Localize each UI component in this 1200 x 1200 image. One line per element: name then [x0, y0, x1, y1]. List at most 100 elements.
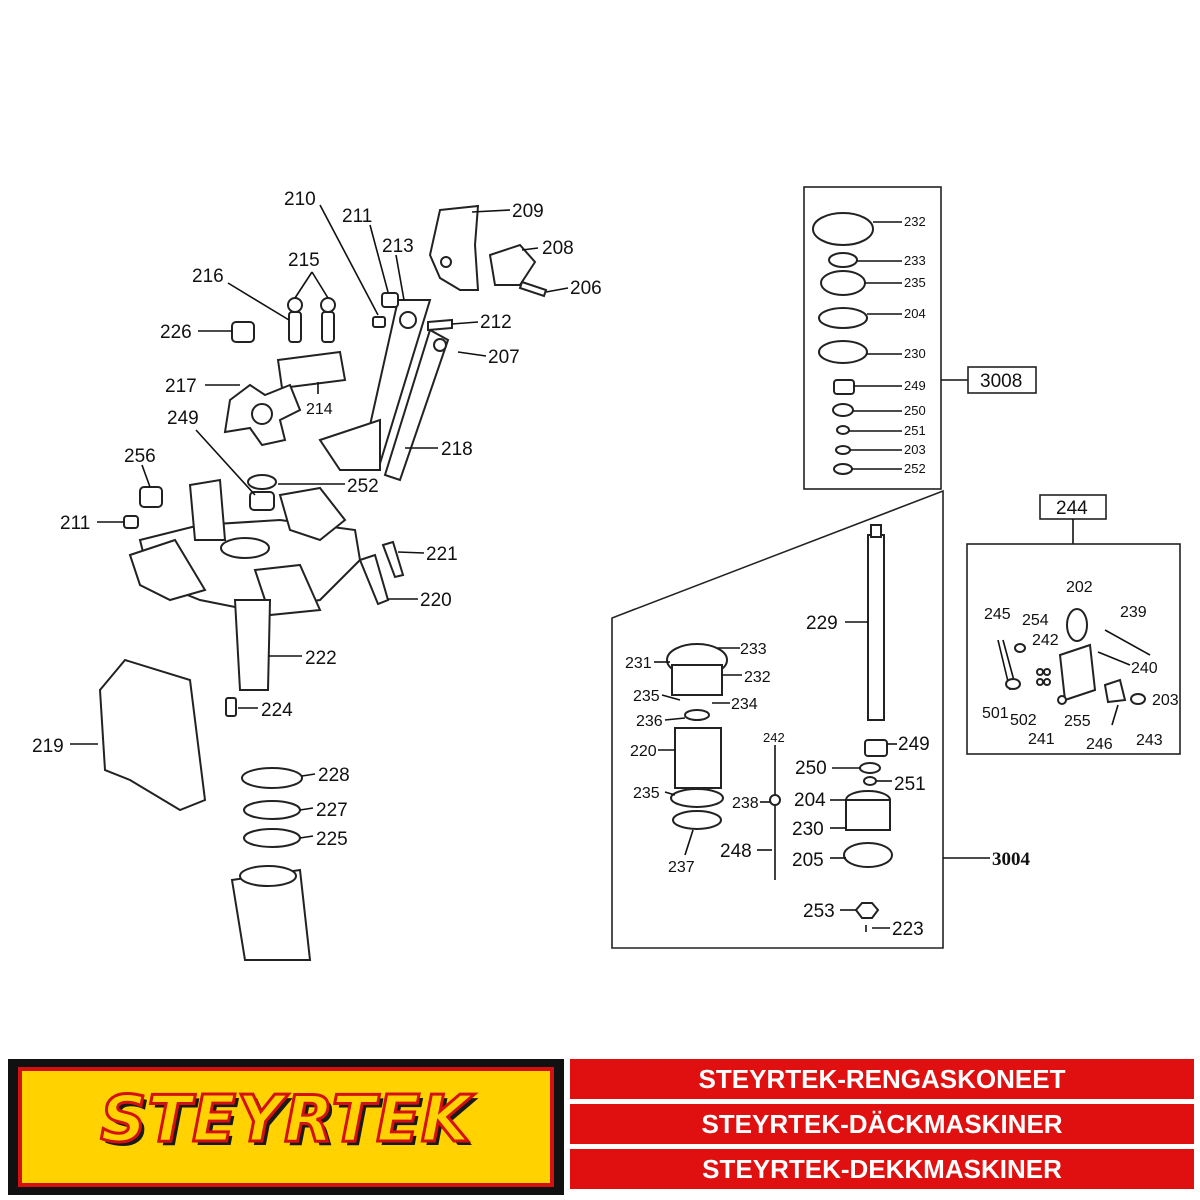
callout-209: 209: [512, 201, 544, 222]
kit-244-item: 502: [1010, 712, 1037, 729]
kit-3004-item: 229: [806, 613, 838, 634]
nut-part: [372, 316, 386, 328]
callout-207: 207: [488, 347, 520, 368]
kit-3004-item: 231: [625, 655, 652, 672]
left-leaders: [70, 204, 569, 839]
logo-background: STEYRTEK: [18, 1067, 554, 1187]
kit-3004-item: 234: [731, 696, 758, 713]
kit-244-item: 202: [1066, 579, 1093, 596]
bushing-part: [249, 491, 275, 511]
callout-220: 220: [420, 590, 452, 611]
kit-3004-item: 204: [794, 790, 826, 811]
kit-3008-item: 203: [904, 442, 926, 457]
kit-3004-item: 236: [636, 713, 663, 730]
kit-244-item: 254: [1022, 612, 1049, 629]
kit-3004-item: 235: [633, 785, 660, 802]
cover-part: [98, 658, 207, 812]
kit-244-item: 241: [1028, 731, 1055, 748]
kit-3008-item: 232: [904, 214, 926, 229]
kit-3004-frame: [611, 489, 944, 949]
ring-part: [241, 767, 303, 789]
kit-3008-item: 250: [904, 403, 926, 418]
kit-244-title: 244: [1056, 498, 1088, 519]
kit-244-item: 242: [1032, 632, 1059, 649]
callout-216: 216: [192, 266, 224, 287]
kit-3008-item: 235: [904, 275, 926, 290]
turntable-part: [128, 478, 362, 617]
callout-228: 228: [318, 765, 350, 786]
kit-3004-item: 249: [898, 734, 930, 755]
kit-3004-item: 220: [630, 743, 657, 760]
callout-222: 222: [305, 648, 337, 669]
kit-3008-item: 252: [904, 461, 926, 476]
exploded-parts-diagram: 210 211 213 209 208 215 216 206 212 226 …: [32, 186, 1181, 961]
kit-3004-item: 253: [803, 901, 835, 922]
kit-3004-item: 232: [744, 669, 771, 686]
callout-210: 210: [284, 189, 316, 210]
pin-part: [321, 311, 335, 343]
left-assembly: 210 211 213 209 208 215 216 206 212 226 …: [32, 189, 602, 961]
ring-part: [243, 800, 301, 820]
nut-part: [381, 292, 399, 308]
tagline-swedish: STEYRTEK-DÄCKMASKINER: [570, 1104, 1194, 1144]
callout-215: 215: [288, 250, 320, 271]
kit-3008-tag: [967, 366, 1037, 394]
callout-221: 221: [426, 544, 458, 565]
bracket-part: [488, 243, 537, 286]
callout-249: 249: [167, 408, 199, 429]
callout-217: 217: [165, 376, 197, 397]
kit-244-item: 255: [1064, 713, 1091, 730]
footer-banner: STEYRTEK STEYRTEK-RENGASKONEET STEYRTEK-…: [0, 1055, 1200, 1200]
key-part: [225, 697, 237, 717]
kit-3008-frame: [803, 186, 942, 490]
callout-226: 226: [160, 322, 192, 343]
callout-227: 227: [316, 800, 348, 821]
plate-part: [276, 350, 347, 390]
kit-3004-title: 3004: [992, 849, 1031, 870]
ring-part: [243, 828, 301, 848]
nut-part: [139, 486, 163, 508]
kit-3004-item: 250: [795, 758, 827, 779]
kit-3004-item: 223: [892, 919, 924, 940]
steyrtek-logo: STEYRTEK: [8, 1059, 564, 1195]
kit-3008-item: 204: [904, 306, 926, 321]
kit-3004-item: 251: [894, 774, 926, 795]
bolt-part: [358, 553, 390, 606]
kit-3004-item: 248: [720, 841, 752, 862]
kit-3008-item: 233: [904, 253, 926, 268]
kit-3004-item: 235: [633, 688, 660, 705]
kit-3004-item: 230: [792, 819, 824, 840]
kit-3004-item: 205: [792, 850, 824, 871]
bolt-part: [427, 318, 453, 332]
tagline-finnish: STEYRTEK-RENGASKONEET: [570, 1059, 1194, 1099]
shaft-part: [233, 599, 272, 691]
kit-244-item: 203: [1152, 692, 1179, 709]
swing-arm-part: [318, 299, 450, 482]
callout-224: 224: [261, 700, 293, 721]
clamp-part: [428, 204, 480, 291]
kit-3008-item: 249: [904, 378, 926, 393]
kit-244-item: 239: [1120, 604, 1147, 621]
kit-244-group: 244 202 245 254 242 239 240 203 501 502 …: [966, 494, 1181, 755]
kit-3004-item: 242: [763, 730, 785, 745]
callout-211-b: 211: [60, 513, 90, 534]
kit-244-item: 501: [982, 705, 1009, 722]
callout-213: 213: [382, 236, 414, 257]
callout-256: 256: [124, 446, 156, 467]
callout-206: 206: [570, 278, 602, 299]
kit-3004-item: 238: [732, 795, 759, 812]
kit-3004-item: 233: [740, 641, 767, 658]
callout-208: 208: [542, 238, 574, 259]
callout-214: 214: [306, 401, 333, 418]
callout-218: 218: [441, 439, 473, 460]
callout-252: 252: [347, 476, 379, 497]
bolt-part: [518, 280, 548, 298]
ring-part: [247, 474, 277, 490]
callout-225: 225: [316, 829, 348, 850]
kit-3008-item: 230: [904, 346, 926, 361]
callout-219: 219: [32, 736, 64, 757]
kit-3008-title: 3008: [980, 371, 1022, 392]
callout-211: 211: [342, 206, 372, 227]
kit-3008-group: 232 233 235 204 230 249 250 251 203 252 …: [803, 186, 1037, 490]
pin-part: [288, 311, 302, 343]
